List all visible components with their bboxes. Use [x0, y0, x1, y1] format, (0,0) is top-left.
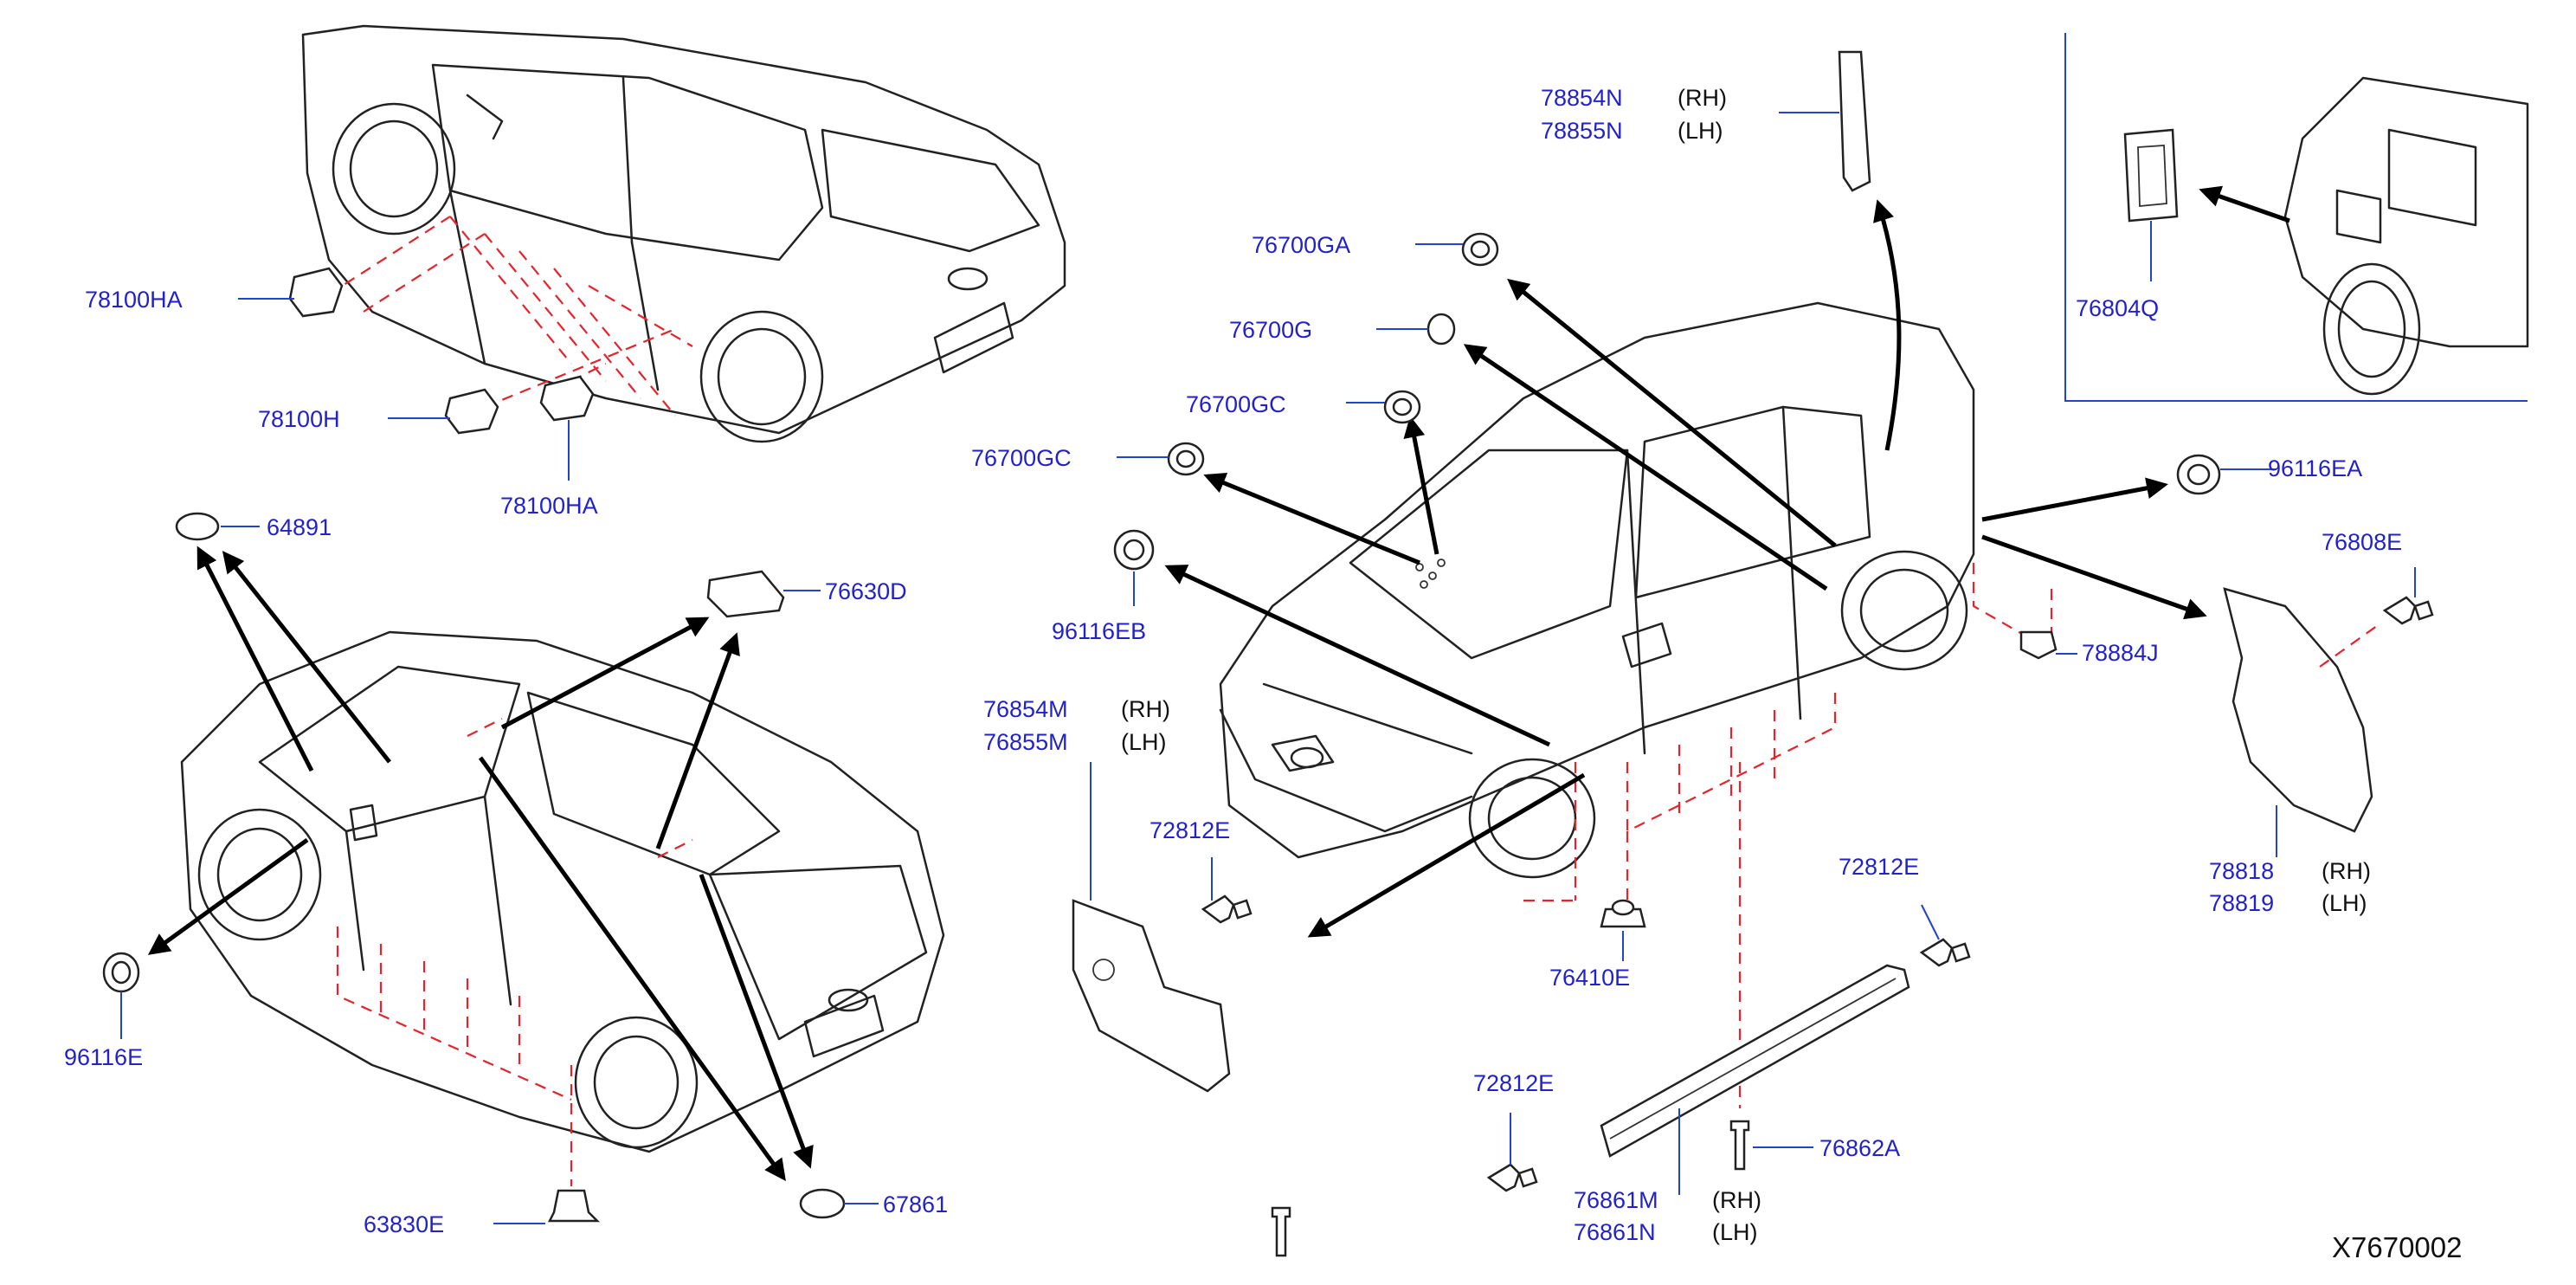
label-78100HA-bottom: 78100HA — [500, 493, 598, 519]
label-96116E: 96116E — [64, 1044, 143, 1070]
clip-78100HA-bottom — [539, 375, 595, 422]
label-76854M: 76854M — [983, 696, 1068, 722]
label-78884J: 78884J — [2082, 640, 2159, 666]
label-76808E: 76808E — [2322, 529, 2402, 555]
label-78855N: 78855N — [1541, 118, 1623, 144]
side-lh-76861N: (LH) — [1712, 1219, 1758, 1245]
part-72812E-mid — [1919, 938, 1971, 967]
label-76700GA: 76700GA — [1252, 232, 1350, 258]
part-76804Q — [2123, 128, 2179, 223]
side-rh-78818: (RH) — [2322, 858, 2371, 884]
part-76630D — [706, 570, 785, 618]
part-76808E — [2382, 596, 2434, 625]
label-76855M: 76855M — [983, 729, 1068, 755]
part-64891 — [175, 512, 220, 541]
guide-lines-car2 — [336, 718, 693, 1186]
arrows-car2 — [147, 546, 814, 1182]
clip-78100HA-top — [288, 267, 344, 318]
part-67861 — [799, 1188, 846, 1219]
side-rh-76861M: (RH) — [1712, 1187, 1761, 1213]
car-rear-view-top — [301, 24, 1066, 443]
label-72812E-left: 72812E — [1150, 817, 1230, 843]
part-78884J — [2019, 630, 2058, 660]
label-67861: 67861 — [883, 1191, 948, 1217]
part-labels: 78100HA 78100H 78100HA 64891 76630D 9611… — [64, 85, 2462, 1263]
label-78854N: 78854N — [1541, 85, 1623, 111]
clip-78100H — [444, 388, 499, 435]
arrows-car3 — [1164, 199, 2207, 938]
part-78854N-molding — [1838, 50, 1871, 192]
side-lh-76855M: (LH) — [1121, 729, 1167, 755]
part-76410E — [1600, 899, 1646, 928]
label-76804Q: 76804Q — [2076, 295, 2159, 321]
side-rh-76854M: (RH) — [1121, 696, 1170, 722]
label-63830E: 63830E — [364, 1211, 444, 1237]
label-76862A: 76862A — [1819, 1135, 1900, 1161]
side-rh-78854N: (RH) — [1678, 85, 1727, 111]
side-lh-78819: (LH) — [2322, 890, 2367, 916]
part-76700GC-top — [1383, 390, 1421, 424]
label-76410E: 76410E — [1549, 965, 1630, 991]
label-76700GC-left: 76700GC — [971, 445, 1072, 471]
diagram-code: X7670002 — [2332, 1231, 2462, 1263]
label-78100H: 78100H — [258, 406, 340, 432]
label-76700GC-top: 76700GC — [1186, 391, 1286, 417]
windshield-dots — [1415, 559, 1446, 589]
part-76854M-bracket — [1072, 899, 1231, 1093]
part-96116EB — [1113, 529, 1155, 571]
part-76700GA — [1461, 232, 1499, 267]
label-96116EA: 96116EA — [2268, 455, 2362, 481]
inset-frame — [2064, 33, 2529, 402]
part-96116EA — [2176, 454, 2221, 495]
part-76700G — [1426, 313, 1456, 345]
part-76862A-bolt — [1729, 1120, 1750, 1171]
label-76861M: 76861M — [1574, 1187, 1658, 1213]
label-96116EB: 96116EB — [1052, 618, 1146, 644]
leader-lines — [120, 112, 2416, 1224]
label-72812E-bottom: 72812E — [1473, 1070, 1554, 1096]
label-78819: 78819 — [2209, 890, 2274, 916]
part-78818-mudguard — [2223, 587, 2381, 833]
label-64891: 64891 — [267, 514, 332, 540]
label-76700G: 76700G — [1229, 317, 1312, 343]
car-front-view-center — [1219, 301, 1975, 879]
label-78818: 78818 — [2209, 858, 2274, 884]
part-96116E — [102, 952, 140, 993]
part-72812E-left — [1201, 894, 1253, 924]
label-78100HA-top: 78100HA — [85, 287, 183, 313]
part-76861M-sill — [1600, 964, 1910, 1158]
label-72812E-mid: 72812E — [1839, 854, 1919, 880]
part-bolt-loose — [1271, 1206, 1291, 1257]
side-lh-78855N: (LH) — [1678, 118, 1723, 144]
label-76630D: 76630D — [825, 578, 907, 604]
car-rear-view-bottom — [180, 630, 945, 1153]
part-72812E-bottom — [1486, 1163, 1538, 1192]
part-76700GC-left — [1167, 442, 1205, 476]
part-63830E — [547, 1189, 601, 1223]
label-76861N: 76861N — [1574, 1219, 1656, 1245]
